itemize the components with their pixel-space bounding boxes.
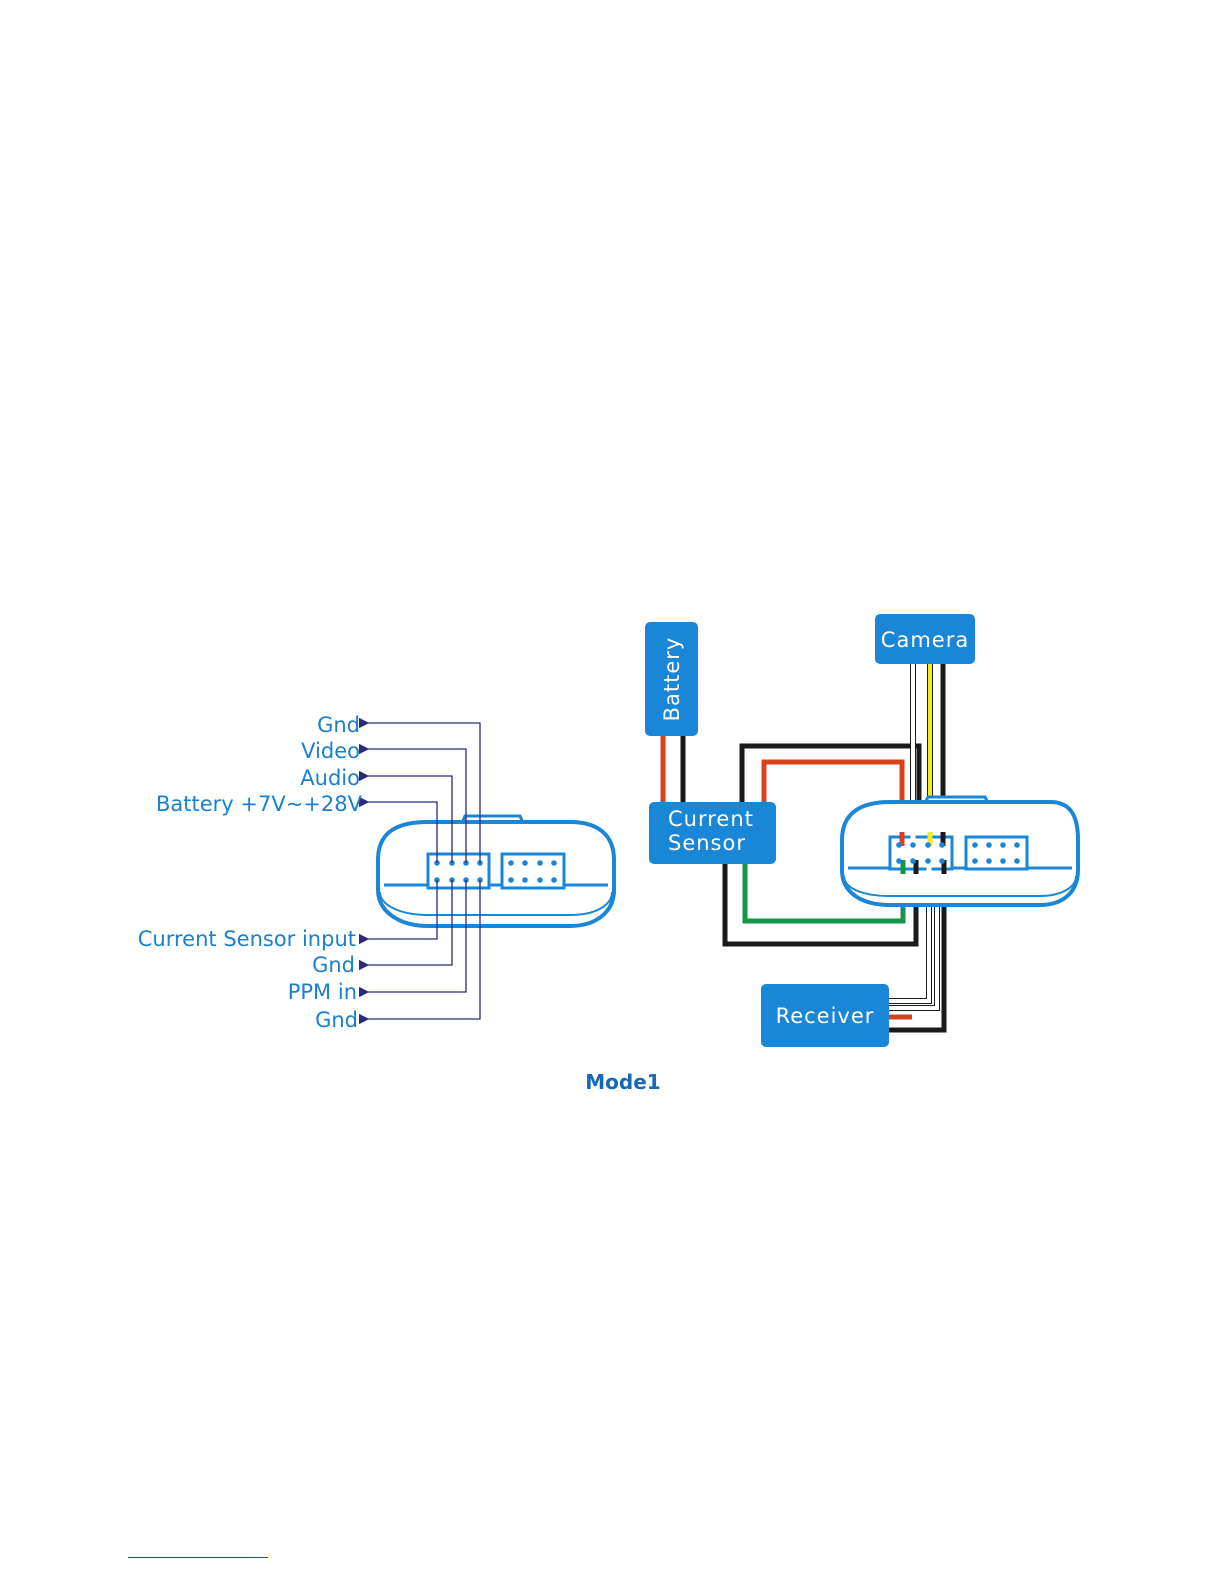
label-current-sensor-input: Current Sensor input (138, 927, 356, 951)
current-sensor-label-line1: Current (668, 807, 754, 831)
current-sensor-box: Current Sensor (649, 802, 776, 864)
label-gnd-top: Gnd (317, 713, 360, 737)
pinout-labels: Gnd Video Audio Battery +7V~+28V Current… (138, 713, 363, 1032)
diagram-caption: Mode1 (585, 1070, 660, 1094)
battery-box: Battery (645, 622, 698, 736)
label-gnd-bottom: Gnd (315, 1008, 358, 1032)
left-osd-device (378, 816, 614, 926)
battery-label: Battery (660, 637, 684, 722)
label-ppm-in: PPM in (288, 980, 357, 1004)
footnote-separator (128, 1557, 268, 1558)
label-battery-voltage: Battery +7V~+28V (156, 792, 363, 816)
camera-label: Camera (881, 628, 969, 652)
left-connector-b (502, 854, 564, 888)
current-sensor-label-line2: Sensor (668, 831, 746, 855)
right-connector-b (966, 837, 1027, 869)
label-audio: Audio (300, 766, 360, 790)
camera-box: Camera (875, 614, 975, 664)
receiver-label: Receiver (776, 1004, 875, 1028)
label-gnd-2: Gnd (312, 953, 355, 977)
label-video: Video (301, 739, 360, 763)
receiver-box: Receiver (761, 984, 889, 1047)
right-osd-device (842, 797, 1078, 905)
